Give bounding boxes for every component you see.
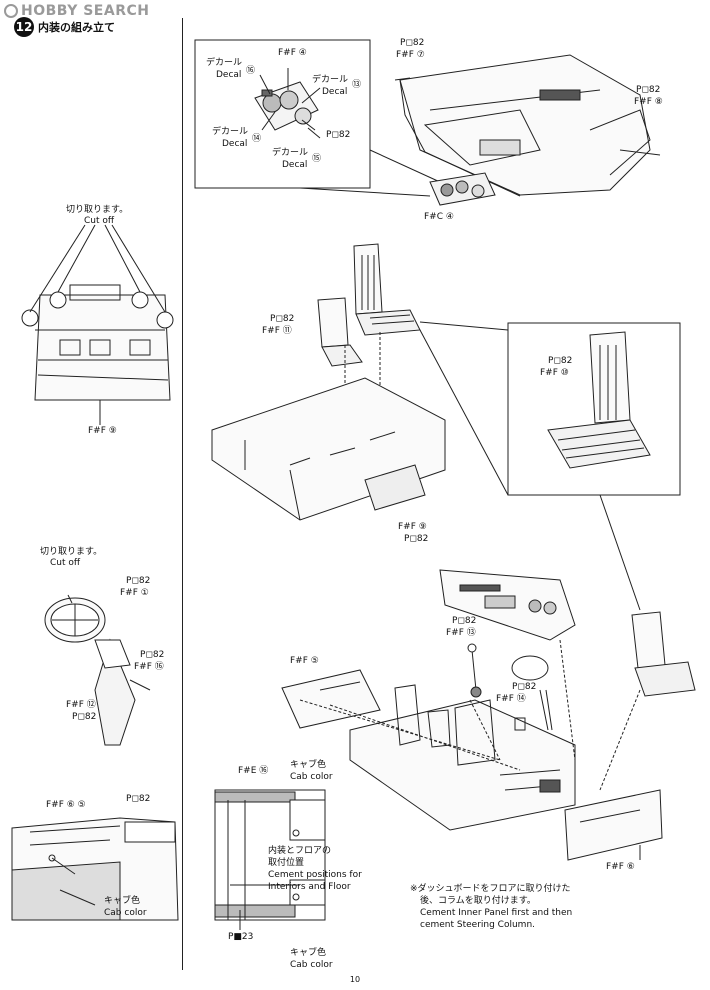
wheel2-ff14: F#F ⑭ [496, 694, 526, 704]
decal-14-num: ⑭ [252, 134, 262, 144]
dashboard-assembly-drawing [439, 569, 576, 641]
pos-jp2: 取付位置 [268, 858, 305, 868]
fe16-label: F#E ⑯ [238, 766, 269, 776]
decal-16-num: ⑯ [246, 66, 256, 76]
wheel2-pc82: P◻82 [512, 682, 537, 692]
wheel-pc82: P◻82 [126, 576, 151, 586]
dash-pc82: P◻82 [400, 38, 425, 48]
steering-wheel-drawing [44, 594, 106, 643]
note-en1: Cement Inner Panel first and then [420, 908, 573, 918]
pos-en2: Interiors and Floor [268, 882, 351, 892]
page-number: 10 [349, 975, 361, 984]
dash-color-label: F#F ④ [278, 48, 307, 58]
column-divider [182, 18, 183, 970]
ph23-label: P■23 [228, 932, 254, 942]
decal-14-jp: デカール [212, 127, 249, 137]
gauge-cluster-part-drawing [429, 172, 496, 206]
decal-16-en: Decal [216, 70, 242, 80]
zoom-ff10: F#F ⑩ [540, 368, 569, 378]
step-title: 内装の組み立て [38, 21, 115, 34]
seat-detail-drawing [547, 331, 651, 469]
dash-pc82-right: P◻82 [636, 85, 661, 95]
col-ff12: F#F ⑫ [66, 700, 96, 710]
decal-15-num: ⑮ [312, 154, 322, 164]
cutoff2-en: Cut off [50, 558, 81, 568]
dash-ff8: F#F ⑧ [634, 97, 663, 107]
decal-15-en: Decal [282, 160, 308, 170]
door-panel-drawing [11, 817, 179, 921]
ff9-left: F#F ⑨ [88, 426, 117, 436]
steering-column-drawing [94, 638, 151, 746]
cab2-jp: キャブ色 [290, 948, 327, 958]
fc4-label: F#C ④ [424, 212, 454, 222]
decal-14-en: Decal [222, 139, 248, 149]
pos-jp1: 内装とフロアの [268, 846, 332, 856]
door-pc82: P◻82 [126, 794, 151, 804]
watermark-logo-icon [4, 4, 18, 18]
note-jp2: 後、コラムを取り付けます。 [420, 896, 536, 906]
inner-panel-drawing [281, 669, 381, 729]
cutoff2-jp: 切り取ります。 [40, 547, 103, 557]
decal-13-en: Decal [322, 87, 348, 97]
watermark: HOBBY SEARCH [4, 3, 149, 19]
door-ff65: F#F ⑥ ⑤ [46, 800, 86, 810]
pos-en1: Cement positions for [268, 870, 362, 880]
floor-pc82: P◻82 [404, 534, 429, 544]
decal-13-num: ⑬ [352, 80, 362, 90]
decal-15-jp: デカール [272, 148, 309, 158]
decal-13-jp: デカール [312, 75, 349, 85]
step-number: 12 [14, 17, 34, 37]
seat-ff11: F#F ⑪ [262, 326, 292, 336]
col-ff16: F#F ⑯ [134, 662, 164, 672]
right-side-panel-drawing [564, 789, 663, 861]
ff6-right: F#F ⑥ [606, 862, 635, 872]
floor-drawing [211, 377, 446, 521]
cab-interior-drawing [349, 684, 576, 831]
floor-ff9: F#F ⑨ [398, 522, 427, 532]
dashboard-drawing [394, 54, 661, 197]
zoom-pc82: P◻82 [548, 356, 573, 366]
cutoff1-jp: 切り取ります。 [66, 205, 129, 215]
lever-ff13: F#F ⑬ [446, 628, 476, 638]
panel-ff5: F#F ⑤ [290, 656, 319, 666]
door-cab-jp: キャブ色 [104, 896, 141, 906]
col-pc82: P◻82 [140, 650, 165, 660]
note-jp1: ※ダッシュボードをフロアに取り付けた [410, 884, 571, 894]
cab-back-panel-drawing [21, 224, 174, 425]
steering-wheel-2-drawing [511, 655, 553, 731]
door-cab-en: Cab color [104, 908, 147, 918]
decal-pc82: P◻82 [326, 130, 351, 140]
side-seat-drawing [631, 611, 696, 697]
lever-pc82: P◻82 [452, 616, 477, 626]
wheel-ff1: F#F ① [120, 588, 149, 598]
col-pc82-b: P◻82 [72, 712, 97, 722]
cab-jp: キャブ色 [290, 760, 327, 770]
cab-cross-section-drawing [214, 789, 326, 930]
cab2-en: Cab color [290, 960, 333, 970]
seat-pc82: P◻82 [270, 314, 295, 324]
decal-16-jp: デカール [206, 58, 243, 68]
gear-lever-drawing [467, 643, 482, 698]
dash-ff7: F#F ⑦ [396, 50, 425, 60]
note-en2: cement Steering Column. [420, 920, 536, 930]
cutoff1-en: Cut off [84, 216, 115, 226]
seat-drawing [317, 243, 421, 367]
cab-en: Cab color [290, 772, 333, 782]
